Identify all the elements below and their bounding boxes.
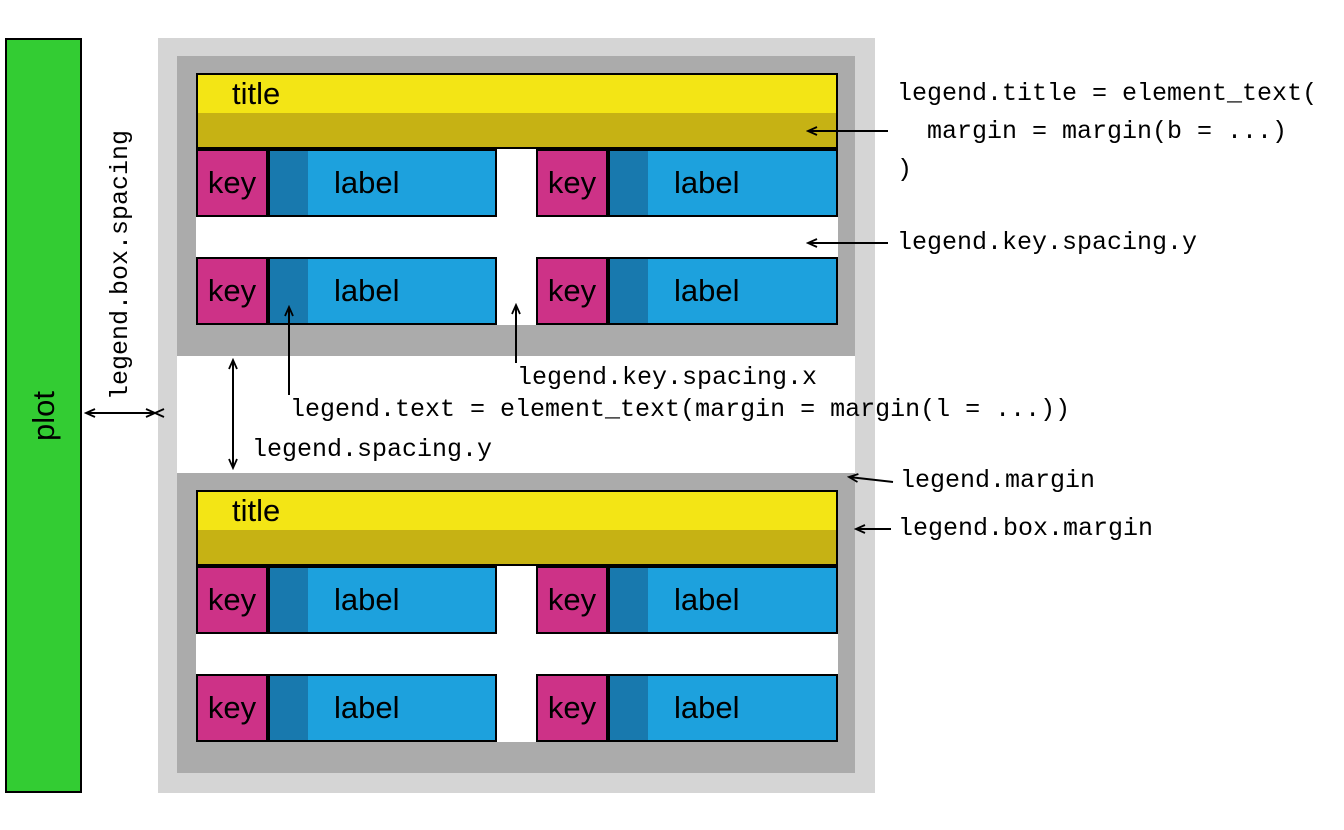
legend-entry-rows: key label key label (196, 566, 838, 742)
text-margin-strip (270, 151, 308, 215)
legend-box-background: title key label key (158, 38, 875, 793)
annotation-legend-box-margin: legend.box.margin (898, 514, 1154, 543)
key-swatch: key (536, 674, 608, 742)
legend-entry-row: key label key label (196, 674, 838, 742)
text-margin-strip (610, 259, 648, 323)
label-group: label (608, 674, 838, 742)
label-group: label (608, 257, 838, 325)
entry-label: label (648, 676, 836, 740)
label-group: label (268, 674, 497, 742)
annotation-legend-spacing-y: legend.spacing.y (252, 435, 493, 464)
entry-label: label (308, 151, 495, 215)
key-swatch: key (536, 149, 608, 217)
annotation-legend-key-spacing-x: legend.key.spacing.x (517, 363, 818, 392)
plot-area-bar: plot (5, 38, 82, 793)
key-swatch: key (536, 257, 608, 325)
legend-entry-rows: key label key label (196, 149, 838, 325)
label-group: label (608, 149, 838, 217)
annotation-legend-key-spacing-y: legend.key.spacing.y (897, 228, 1198, 257)
label-group: label (268, 149, 497, 217)
legend-entry-row: key label key label (196, 257, 838, 325)
annotation-legend-margin: legend.margin (900, 466, 1096, 495)
key-swatch: key (196, 566, 268, 634)
text-margin-strip (270, 568, 308, 632)
legend-entry: key label (196, 674, 497, 742)
legend-entry: key label (196, 257, 497, 325)
legend-title-label: title (198, 492, 836, 530)
legend-entry: key label (536, 257, 838, 325)
entry-label: label (308, 676, 495, 740)
text-margin-strip (610, 568, 648, 632)
legend-title-margin-band (198, 113, 836, 147)
entry-label: label (648, 151, 836, 215)
annotation-legend-text-margin: legend.text = element_text(margin = marg… (290, 395, 1071, 424)
legend-entry: key label (536, 566, 838, 634)
annotation-legend-title-margin: legend.title = element_text( margin = ma… (897, 79, 1318, 184)
text-margin-strip (610, 676, 648, 740)
key-swatch: key (196, 674, 268, 742)
label-group: label (608, 566, 838, 634)
entry-label: label (308, 568, 495, 632)
legend-entry: key label (196, 149, 497, 217)
text-margin-strip (610, 151, 648, 215)
label-group: label (268, 566, 497, 634)
text-margin-strip (270, 676, 308, 740)
legend-content: title key label key (196, 73, 838, 325)
legend-entry: key label (536, 674, 838, 742)
legend-spacing-band (177, 356, 855, 473)
text-margin-strip (270, 259, 308, 323)
entry-label: label (648, 259, 836, 323)
entry-label: label (648, 568, 836, 632)
legend-entry-row: key label key label (196, 149, 838, 217)
key-swatch: key (536, 566, 608, 634)
legend-title-margin-band (198, 530, 836, 564)
entry-label: label (308, 259, 495, 323)
legend-entry-row: key label key label (196, 566, 838, 634)
annotation-legend-box-spacing: legend.box.spacing (106, 129, 135, 401)
legend-title-block: title (196, 73, 838, 149)
legend-entry: key label (536, 149, 838, 217)
legend-title-label: title (198, 75, 836, 113)
legend-panel-top: title key label key (177, 56, 855, 356)
key-swatch: key (196, 257, 268, 325)
label-group: label (268, 257, 497, 325)
legend-title-block: title (196, 490, 838, 566)
key-swatch: key (196, 149, 268, 217)
plot-label: plot (25, 390, 61, 441)
legend-panel-bottom: title key label key (177, 473, 855, 773)
legend-content: title key label key (196, 490, 838, 742)
legend-entry: key label (196, 566, 497, 634)
